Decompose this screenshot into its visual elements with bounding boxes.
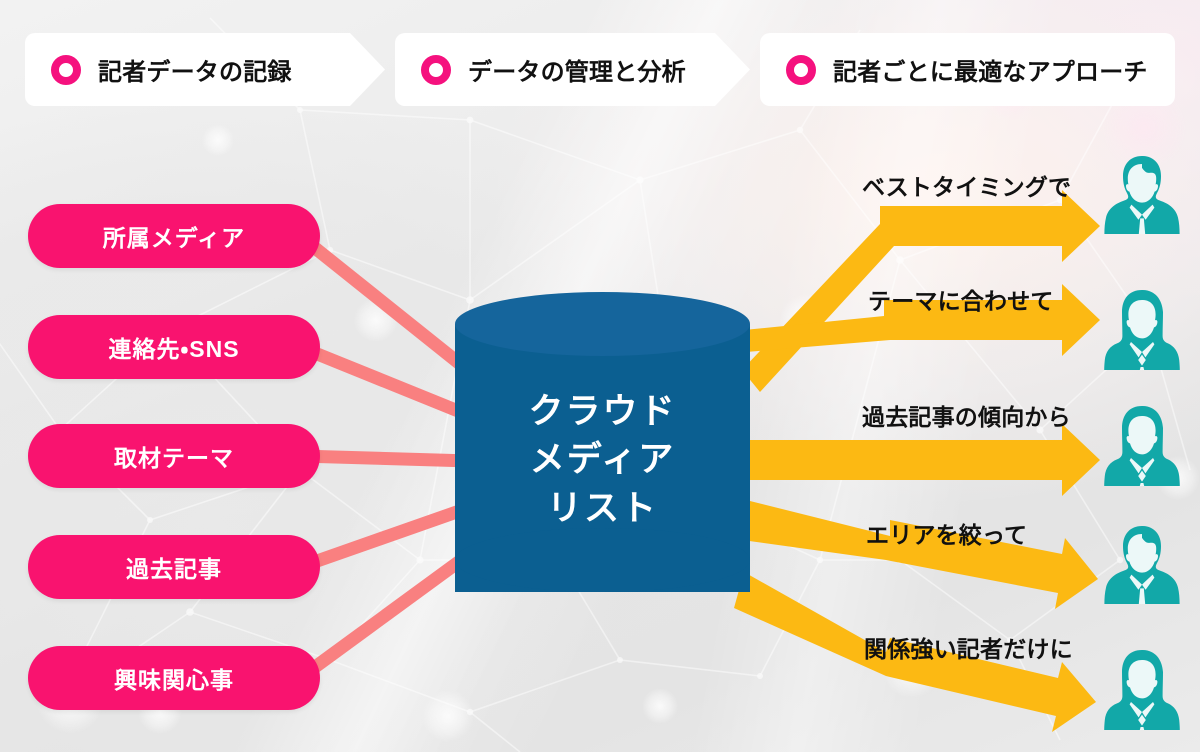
cylinder-bottom: [455, 528, 750, 592]
circle-outline-icon: [51, 55, 81, 85]
person-female-icon: [1104, 650, 1180, 730]
input-pill-2[interactable]: 連絡先・SNS: [28, 315, 320, 379]
output-arrow-2: [744, 284, 1100, 356]
cylinder-top: [455, 292, 750, 356]
person-female-icon: [1104, 406, 1180, 486]
input-pill-1[interactable]: 所属メディア: [28, 204, 320, 268]
process-step-1[interactable]: 記者データの記録: [25, 33, 385, 106]
input-pill-3-label: 取材テーマ: [114, 445, 234, 471]
process-step-1-label: 記者データの記録: [98, 59, 292, 86]
output-label-2: テーマに合わせて: [868, 288, 1054, 314]
process-step-2-label: データの管理と分析: [468, 59, 686, 86]
circle-outline-icon: [786, 54, 816, 85]
output-label-5: 関係強い記者だけに: [864, 636, 1073, 662]
output-arrow-5: [734, 572, 1096, 732]
circle-outline-icon: [421, 54, 451, 85]
output-label-3: 過去記事の傾向から: [862, 404, 1071, 430]
input-pill-5[interactable]: 興味関心事: [28, 646, 320, 710]
database-label: クラウド メディア リスト: [528, 392, 677, 528]
output-label-4: エリアを絞って: [866, 522, 1028, 548]
output-label-1: ベストタイミングで: [862, 174, 1072, 200]
person-male-icon: [1104, 156, 1180, 234]
person-female-icon: [1104, 290, 1180, 370]
input-pill-4-label: 過去記事: [126, 556, 222, 582]
output-arrow-1: [742, 190, 1100, 392]
input-pill-5-label: 興味関心事: [114, 667, 234, 693]
output-arrow-4: [742, 500, 1098, 609]
input-pill-2-label: 連絡先・SNS: [108, 336, 240, 362]
person-male-icon: [1104, 526, 1180, 604]
process-step-bar: 記者データの記録 データの管理と分析 記者ごとに最適なアプローチ: [0, 0, 1200, 112]
cloud-media-list-database[interactable]: クラウド メディア リスト: [455, 292, 750, 624]
output-arrow-3: [748, 424, 1100, 496]
input-pill-1-label: 所属メディア: [102, 225, 246, 251]
process-step-3-label: 記者ごとに最適なアプローチ: [833, 59, 1148, 86]
input-pill-3[interactable]: 取材テーマ: [28, 424, 320, 488]
process-step-2[interactable]: データの管理と分析: [395, 33, 750, 106]
input-pill-4[interactable]: 過去記事: [28, 535, 320, 599]
process-step-3[interactable]: 記者ごとに最適なアプローチ: [760, 33, 1175, 106]
output-arrow-group: [734, 190, 1100, 732]
